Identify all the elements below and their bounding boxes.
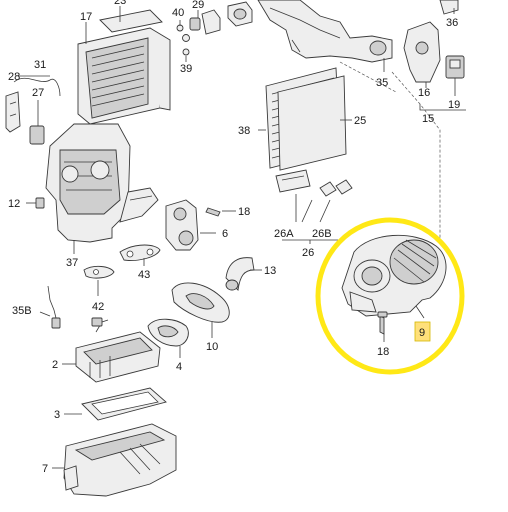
bracket-part-28[interactable] [5,91,21,133]
label-15: 15 [422,113,434,125]
label-23: 23 [114,0,126,7]
label-12: 12 [8,198,20,210]
label-35b: 35B [12,305,32,317]
label-10: 10 [206,341,218,353]
label-35: 35 [376,77,388,89]
highlight-circle [315,217,465,375]
gasket-part-43[interactable] [119,244,161,261]
o-ring-part-40[interactable] [176,24,190,42]
servo-motor-part-6[interactable] [165,199,199,251]
label-2: 2 [52,359,58,371]
label-3: 3 [54,409,60,421]
label-16: 16 [418,87,430,99]
gasket-part-42[interactable] [83,265,115,279]
label-36: 36 [446,17,458,29]
clip-part-26a[interactable] [275,169,311,193]
label-42: 42 [92,301,104,313]
label-38: 38 [238,125,250,137]
lower-housing-part-7[interactable] [63,423,177,497]
label-40: 40 [172,7,184,19]
cable-part-31[interactable] [13,77,61,97]
highlight-tag [414,321,431,342]
heater-box-part-37[interactable] [45,123,159,243]
evaporator-core-part-23[interactable] [99,9,163,33]
label-6: 6 [222,228,228,240]
air-duct-part-10[interactable] [171,282,230,323]
evaporator-housing-part-17[interactable] [77,27,171,125]
label-37: 37 [66,257,78,269]
label-7: 7 [42,463,48,475]
bracket-part-16[interactable] [403,21,441,83]
screw-part-18-top[interactable] [205,207,221,217]
label-19: 19 [448,99,460,111]
label-29: 29 [192,0,204,11]
label-9: 9 [419,327,425,339]
label-17: 17 [80,11,92,23]
screw-part-12[interactable] [35,197,45,209]
blower-motor-part-9[interactable] [341,234,447,317]
air-duct-part-35[interactable] [257,0,393,63]
label-25: 25 [354,115,366,127]
label-4: 4 [176,361,182,373]
label-39: 39 [180,63,192,75]
clip-part-26b[interactable] [319,179,353,197]
flange-part-4[interactable] [147,318,189,347]
label-31: 31 [34,59,46,71]
filter-frame-part-2[interactable] [75,331,161,383]
pipe-part-top[interactable] [227,1,253,27]
hose-part-13[interactable] [225,257,255,291]
valve-part-29[interactable] [189,9,221,35]
label-26a: 26A [274,228,294,240]
label-28: 28 [8,71,20,83]
sensor-part-35b[interactable] [47,285,61,329]
connector-part-27[interactable] [29,125,45,145]
label-18-bottom: 18 [377,346,389,358]
label-43: 43 [138,269,150,281]
filter-frame-part-3[interactable] [81,387,167,421]
label-26b: 26B [312,228,332,240]
resistor-part-19[interactable] [445,55,465,79]
screw-part-18-bottom[interactable] [377,311,388,335]
label-18-top: 18 [238,206,250,218]
label-27: 27 [32,87,44,99]
label-13: 13 [264,265,276,277]
label-26: 26 [302,247,314,259]
flap-part-36[interactable] [439,0,459,15]
connector-part-2-cable[interactable] [91,317,109,333]
cabin-filter-part-25[interactable] [277,75,347,171]
seal-part-39[interactable] [182,48,190,56]
